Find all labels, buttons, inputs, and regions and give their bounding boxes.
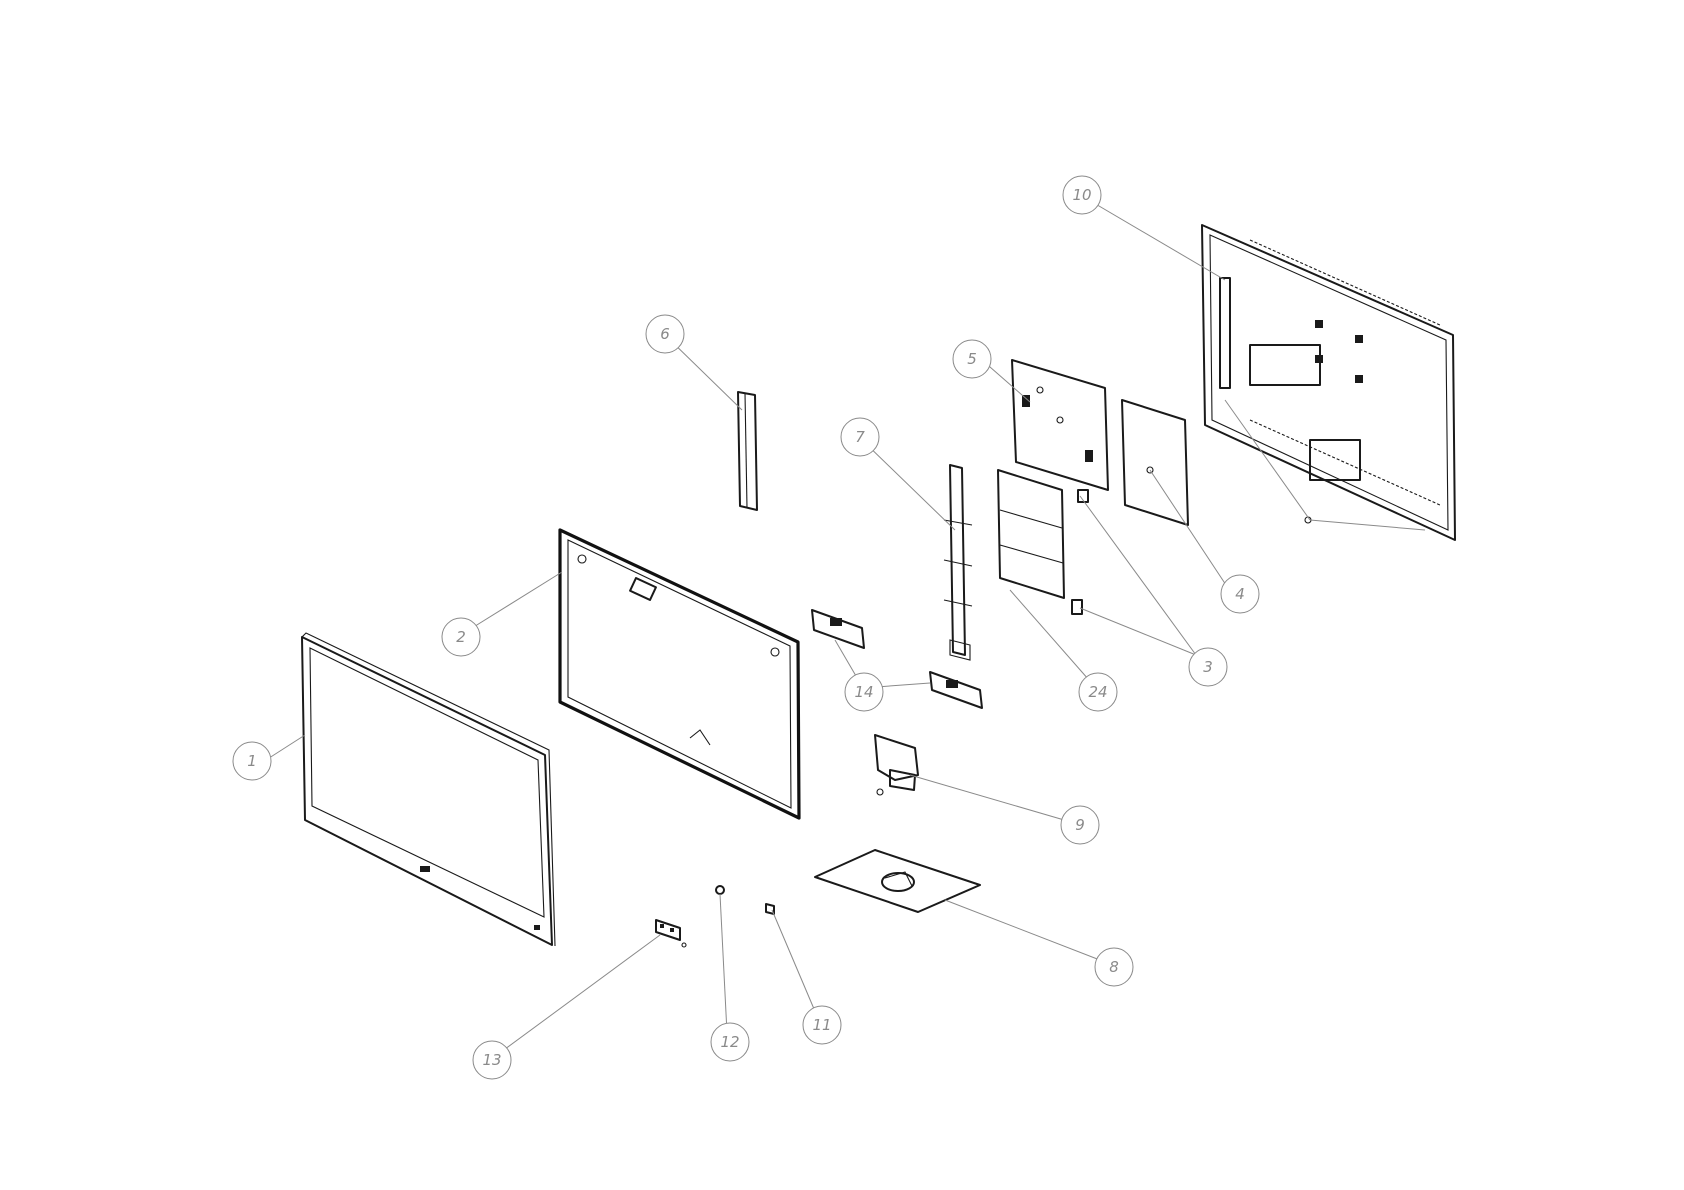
callout-14-label: 14 <box>854 683 873 701</box>
callout-6-label: 6 <box>660 325 670 343</box>
leader-11 <box>772 910 817 1016</box>
support-part-7 <box>944 465 972 660</box>
leader-10 <box>1082 196 1225 280</box>
leader-8 <box>945 900 1105 962</box>
screw-part-12 <box>716 886 724 894</box>
leader-9 <box>910 775 1071 822</box>
main-board-part <box>1012 360 1108 490</box>
callout-5: 5 <box>953 340 991 378</box>
middle-frame-part <box>560 530 799 818</box>
hinge-part-14 <box>812 610 982 708</box>
callout-8-label: 8 <box>1109 958 1119 976</box>
leader-13 <box>497 935 660 1055</box>
callout-24-label: 24 <box>1088 683 1107 701</box>
stand-neck-part <box>875 735 918 795</box>
stand-base-part <box>815 850 980 912</box>
leader-12 <box>720 894 727 1033</box>
callout-3: 3 <box>1189 648 1227 686</box>
callout-9: 9 <box>1061 806 1099 844</box>
callout-1-label: 1 <box>247 752 257 770</box>
callout-7: 7 <box>841 418 879 456</box>
power-board-part <box>1122 400 1188 525</box>
back-cover-part <box>1202 225 1455 540</box>
leader-2 <box>472 572 562 628</box>
callout-10: 10 <box>1063 176 1101 214</box>
shield-plate-part <box>998 470 1064 598</box>
callout-6: 6 <box>646 315 684 353</box>
leader-4 <box>1150 470 1228 588</box>
callout-5-label: 5 <box>967 350 977 368</box>
callout-13: 13 <box>473 1041 511 1079</box>
front-bezel-part <box>302 633 555 946</box>
callout-9-label: 9 <box>1075 816 1085 834</box>
callout-11-label: 11 <box>812 1016 831 1034</box>
callout-4: 4 <box>1221 575 1259 613</box>
leader-lines <box>266 196 1425 1055</box>
callout-24: 24 <box>1079 673 1117 711</box>
leader-24 <box>1010 590 1096 688</box>
keypad-part-13 <box>656 920 686 947</box>
callout-14: 14 <box>845 673 883 711</box>
callout-2-label: 2 <box>456 628 466 646</box>
callout-13-label: 13 <box>482 1051 501 1069</box>
clip-part-3 <box>1072 490 1088 614</box>
callout-10-label: 10 <box>1072 186 1091 204</box>
callout-8: 8 <box>1095 948 1133 986</box>
leader-1 <box>266 735 305 760</box>
leader-10c <box>1310 520 1425 530</box>
callout-12-label: 12 <box>720 1033 739 1051</box>
leader-7 <box>860 438 955 530</box>
callout-4-label: 4 <box>1235 585 1245 603</box>
callout-7-label: 7 <box>855 428 865 446</box>
callout-12: 12 <box>711 1023 749 1061</box>
bracket-part-6 <box>738 392 757 510</box>
callout-11: 11 <box>803 1006 841 1044</box>
callout-2: 2 <box>442 618 480 656</box>
callout-1: 1 <box>233 742 271 780</box>
callout-3-label: 3 <box>1203 658 1213 676</box>
